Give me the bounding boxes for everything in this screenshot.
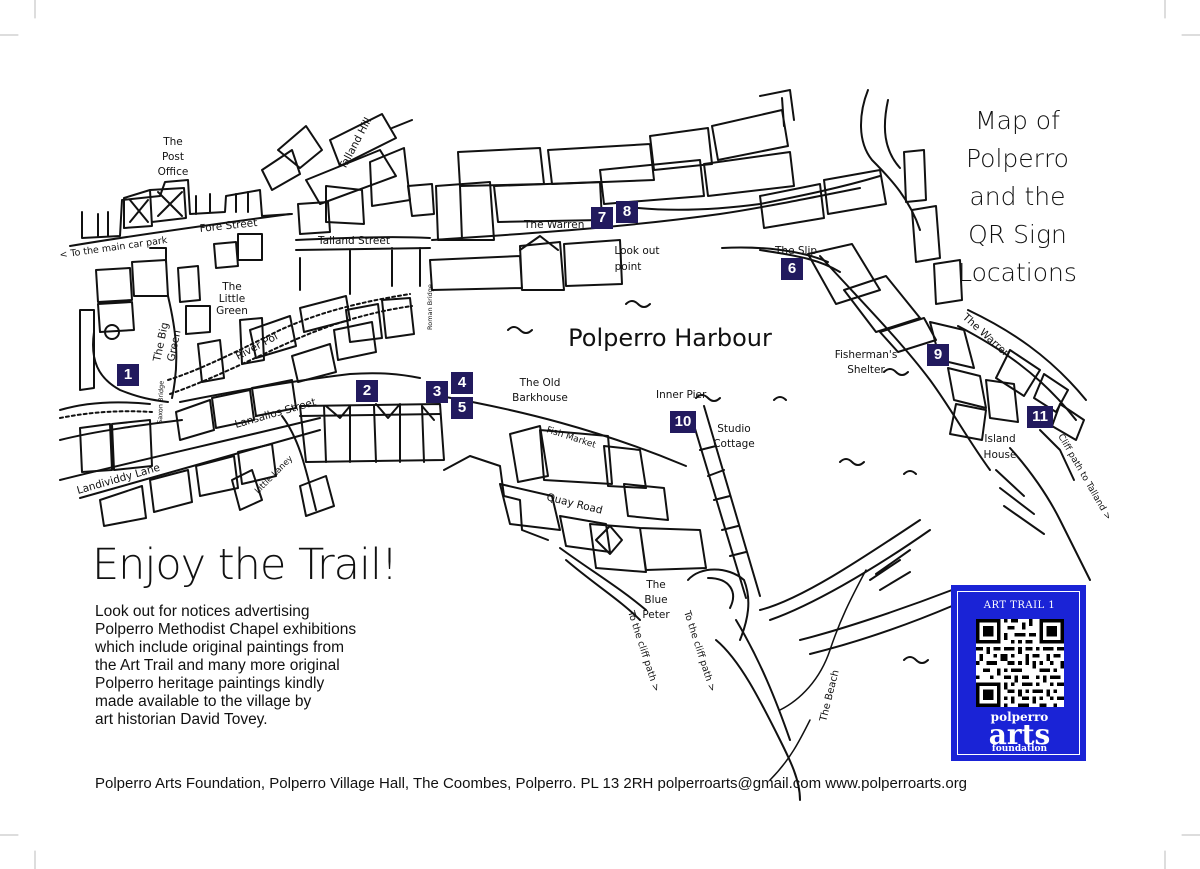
label-old-barkhouse-2: Barkhouse bbox=[512, 392, 568, 404]
marker-1[interactable]: 1 bbox=[117, 364, 139, 386]
harbour-label: Polperro Harbour bbox=[568, 324, 772, 352]
qr-brand-top: polperro bbox=[990, 710, 1049, 724]
qr-sign-frame: ART TRAIL 1 polperro bbox=[957, 591, 1080, 755]
label-lookout-2: point bbox=[615, 261, 642, 273]
label-the-warren-top: The Warren bbox=[523, 219, 584, 231]
marker-9[interactable]: 9 bbox=[927, 344, 949, 366]
marker-10[interactable]: 10 bbox=[670, 411, 696, 433]
marker-4[interactable]: 4 bbox=[451, 372, 473, 394]
map-title-line-2: Polperro bbox=[966, 144, 1069, 173]
label-fishermans-shelter-1: Fisherman's bbox=[835, 349, 898, 361]
label-fore-street: Fore Street bbox=[199, 217, 258, 235]
label-cliff-path-talland: Cliff path to Talland > bbox=[1055, 433, 1112, 522]
label-post-office-1: The bbox=[162, 136, 183, 148]
label-saxon-bridge: Saxon Bridge bbox=[156, 381, 165, 424]
blurb-line: Polperro heritage paintings kindly bbox=[95, 675, 325, 692]
label-lookout-1: Look out bbox=[614, 245, 659, 257]
label-island-house-2: House bbox=[984, 449, 1017, 461]
blurb-text: Look out for notices advertising Polperr… bbox=[95, 603, 425, 729]
footer-contact: Polperro Arts Foundation, Polperro Villa… bbox=[95, 775, 968, 792]
label-post-office-2: Post bbox=[162, 151, 184, 163]
blurb-line: the Art Trail and many more original bbox=[95, 657, 340, 674]
marker-8[interactable]: 8 bbox=[616, 201, 638, 223]
marker-5[interactable]: 5 bbox=[451, 397, 473, 419]
label-quay-road: Quay Road bbox=[545, 491, 603, 516]
qr-panel-title: ART TRAIL 1 bbox=[983, 600, 1056, 611]
blurb-line: made available to the village by bbox=[95, 693, 312, 710]
label-little-green-1: The bbox=[221, 281, 242, 293]
label-roman-bridge: Roman Bridge bbox=[426, 284, 434, 330]
label-talland-street: Talland Street bbox=[317, 235, 390, 247]
label-cliff-path-2: To the cliff path > bbox=[681, 609, 718, 694]
label-studio-cottage-2: Cottage bbox=[713, 438, 755, 450]
map-title-line-1: Map of bbox=[975, 106, 1060, 135]
label-blue-peter-3: Peter bbox=[642, 609, 670, 621]
blurb-line: Look out for notices advertising bbox=[95, 603, 310, 620]
qr-brand-main: arts bbox=[988, 718, 1051, 751]
marker-7[interactable]: 7 bbox=[591, 207, 613, 229]
marker-11[interactable]: 11 bbox=[1027, 406, 1053, 428]
blurb-line: Polperro Methodist Chapel exhibitions bbox=[95, 621, 357, 638]
blurb-line: art historian David Tovey. bbox=[95, 711, 268, 728]
qr-brand-bottom: foundation bbox=[991, 744, 1048, 754]
label-little-green-3: Green bbox=[216, 305, 248, 317]
label-old-barkhouse-1: The Old bbox=[519, 377, 561, 389]
label-the-slip: The Slip bbox=[774, 245, 817, 257]
label-little-green-2: Little bbox=[219, 293, 245, 305]
label-studio-cottage-1: Studio bbox=[717, 423, 750, 435]
enjoy-heading: Enjoy the Trail! bbox=[92, 540, 398, 590]
qr-code-icon[interactable] bbox=[976, 619, 1064, 707]
label-blue-peter-1: The bbox=[645, 579, 666, 591]
label-post-office-3: Office bbox=[158, 166, 189, 178]
label-fish-market: Fish Market bbox=[545, 425, 597, 450]
map-title-line-3: and the bbox=[969, 182, 1066, 211]
blurb-line: which include original paintings from bbox=[95, 639, 344, 656]
label-cliff-path-1: To the cliff path > bbox=[625, 609, 662, 694]
marker-3[interactable]: 3 bbox=[426, 381, 448, 403]
label-the-beach: The Beach bbox=[818, 669, 842, 724]
label-fishermans-shelter-2: Shelter bbox=[847, 364, 885, 376]
qr-sign-panel: ART TRAIL 1 polperro bbox=[951, 585, 1086, 761]
label-island-house-1: Island bbox=[984, 433, 1015, 445]
label-inner-pier: Inner Pier bbox=[656, 389, 707, 401]
marker-6[interactable]: 6 bbox=[781, 258, 803, 280]
label-blue-peter-2: Blue bbox=[644, 594, 667, 606]
map-title-line-4: QR Sign bbox=[968, 220, 1067, 249]
map-title-line-5: Locations bbox=[958, 258, 1077, 287]
map-title: Map of Polperro and the QR Sign Location… bbox=[955, 102, 1080, 292]
marker-2[interactable]: 2 bbox=[356, 380, 378, 402]
label-talland-hill: Talland Hill bbox=[337, 116, 375, 173]
label-lansallos-street: Lansallos Street bbox=[234, 396, 318, 431]
